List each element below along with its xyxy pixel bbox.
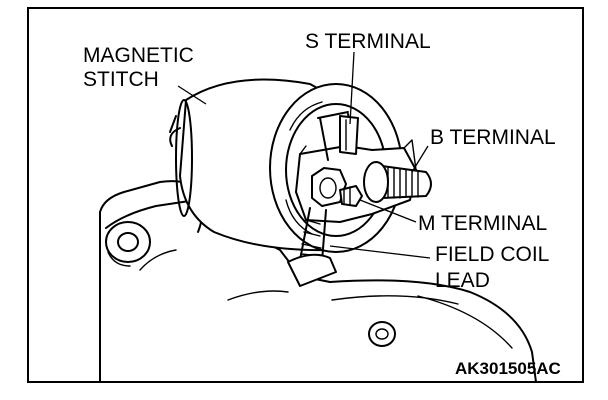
b-terminal-stud	[363, 161, 432, 203]
housing-boss	[105, 221, 151, 267]
leader-lines	[177, 51, 431, 259]
m-terminal-label: M TERMINAL	[418, 212, 547, 235]
field-coil-label-line2: LEAD	[435, 269, 490, 292]
m-terminal-stud	[311, 167, 363, 207]
field-coil-label-line1: FIELD COIL	[435, 243, 549, 266]
figure-code: AK301505AC	[455, 359, 561, 378]
s-terminal-blade	[339, 115, 359, 155]
s-terminal-label: S TERMINAL	[305, 30, 431, 53]
magnetic-switch-label-line2: STITCH	[83, 68, 159, 91]
housing-bolt	[368, 321, 396, 347]
field-coil-lead	[287, 207, 337, 287]
b-terminal-label: B TERMINAL	[430, 126, 556, 149]
magnetic-switch-label-line1: MAGNETIC	[83, 44, 194, 67]
